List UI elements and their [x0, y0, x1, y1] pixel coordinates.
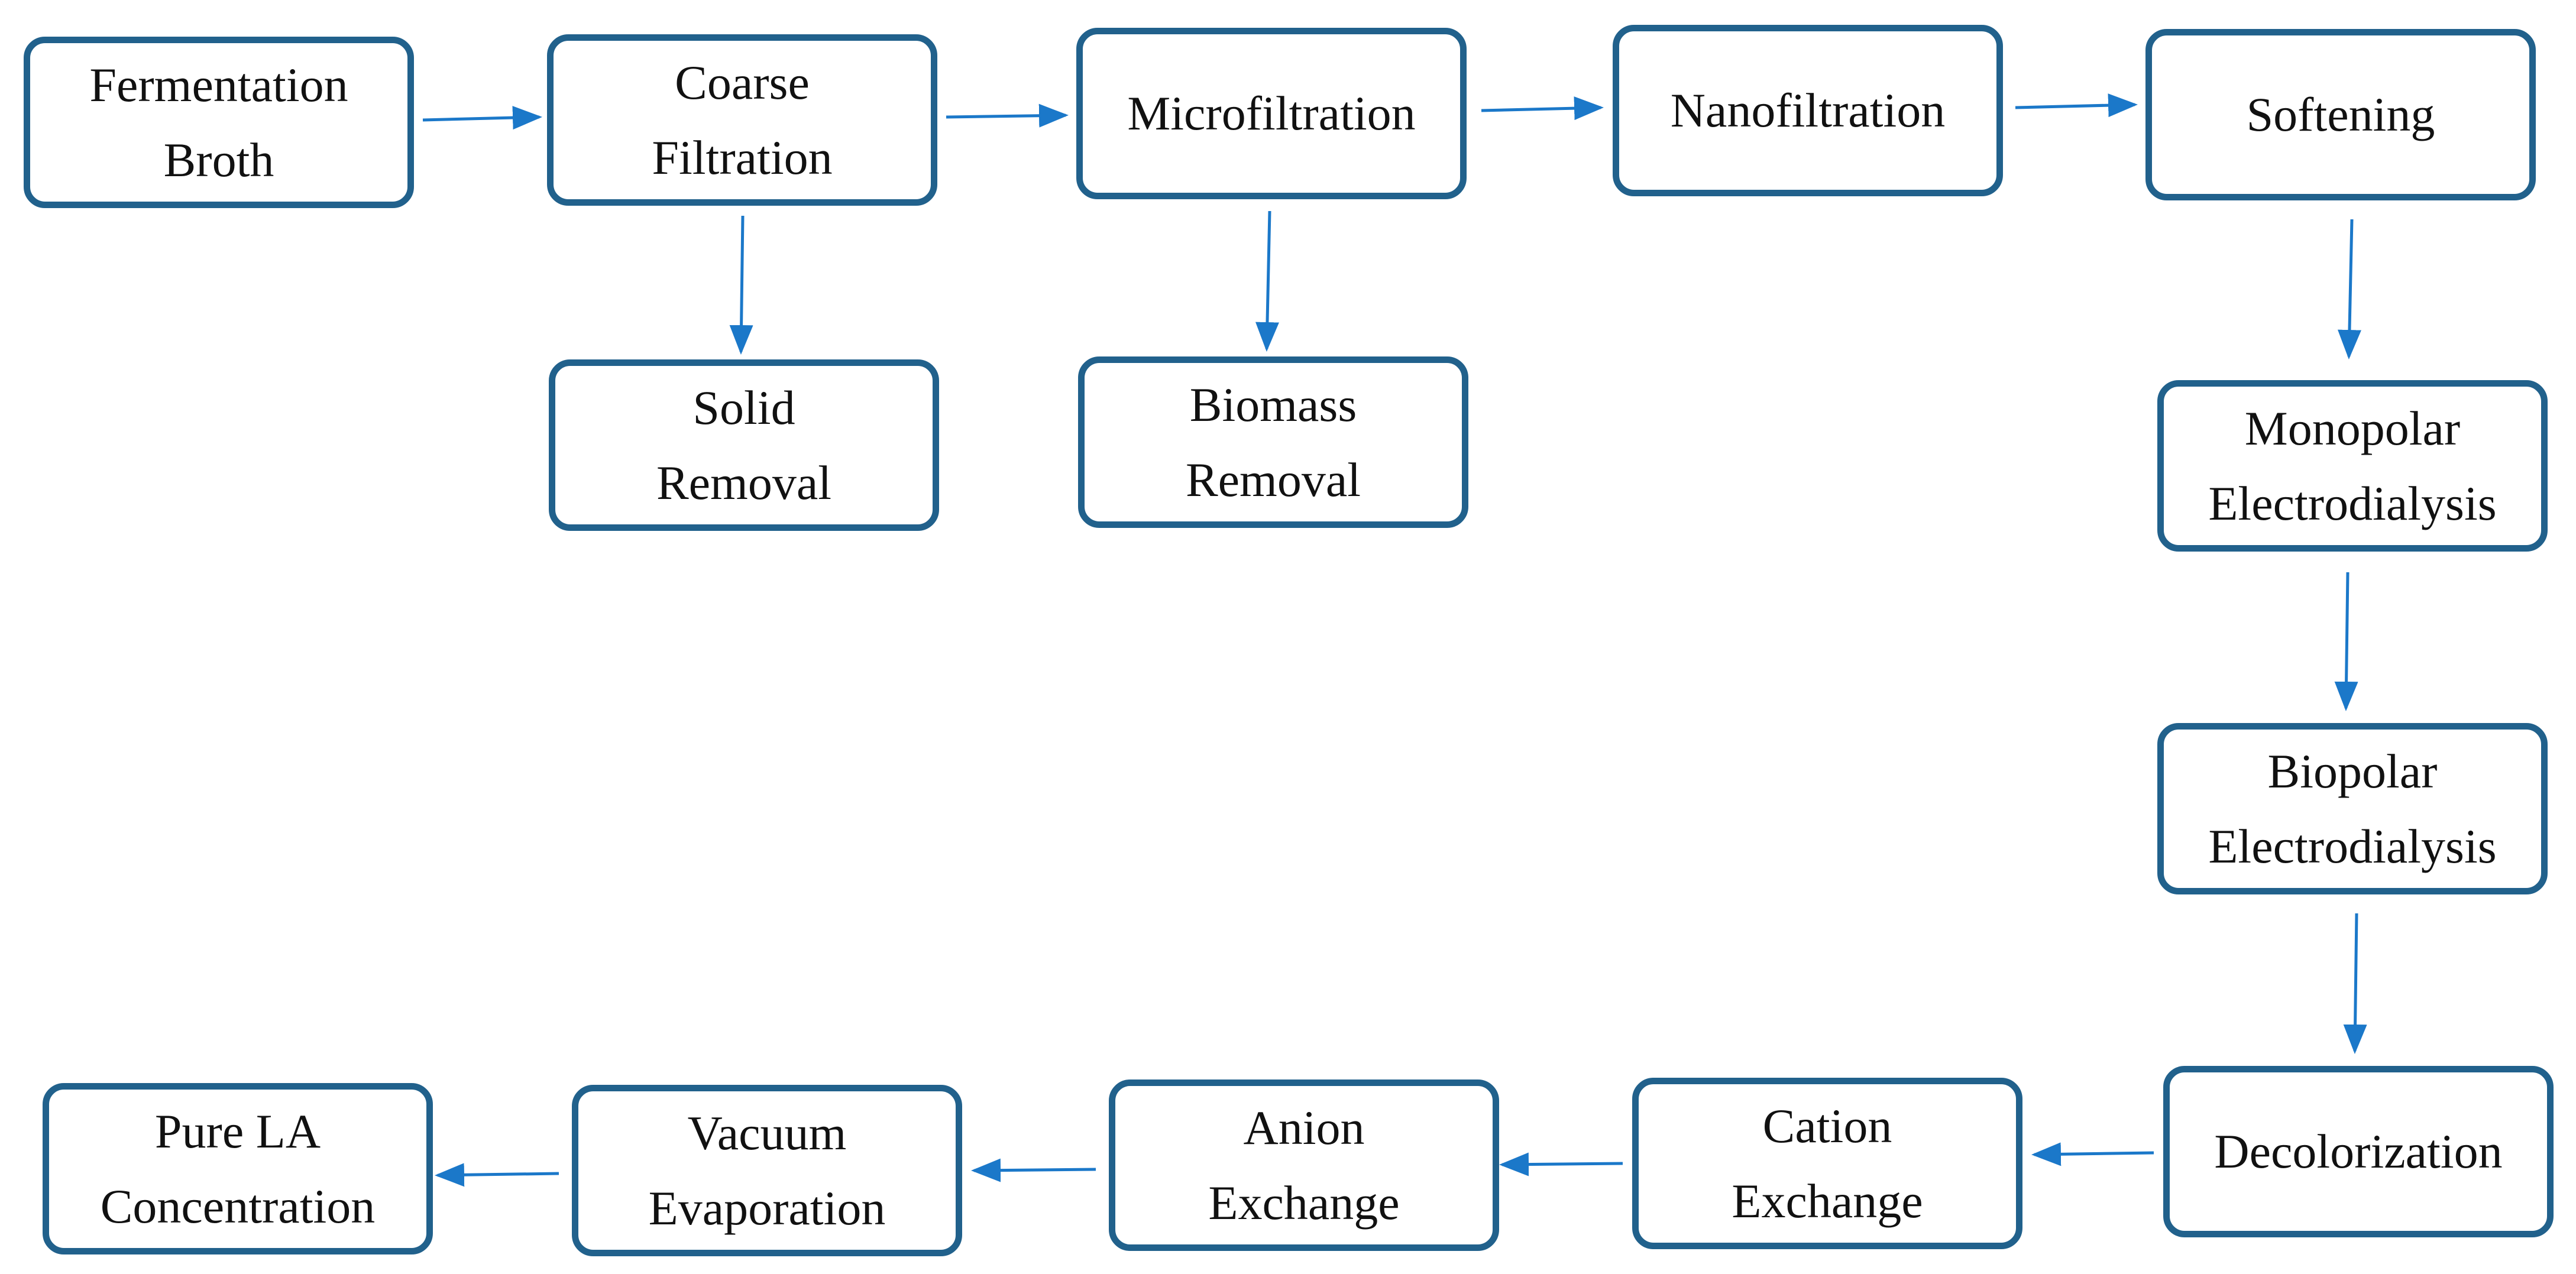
step-monopolar-electrodialysis: Monopolar Electrodialysis: [2157, 380, 2548, 552]
arrow-monopolar-to-biopolar: [2334, 572, 2358, 711]
step-label: Fermentation Broth: [89, 57, 348, 187]
arrow-biopolar-to-decolorization: [2343, 913, 2367, 1054]
arrow-coarse-to-microfiltration: [946, 103, 1069, 128]
step-coarse-filtration: Coarse Filtration: [547, 34, 937, 206]
arrow-vacuum-to-pure-la: [435, 1163, 559, 1187]
arrow-nanofiltration-to-softening: [2015, 93, 2138, 118]
step-pure-la-concentration: Pure LA Concentration: [43, 1083, 433, 1254]
step-vacuum-evaporation: Vacuum Evaporation: [572, 1085, 962, 1256]
step-microfiltration: Microfiltration: [1076, 28, 1467, 199]
flow-arrows: [422, 93, 2367, 1187]
arrow-coarse-to-solid-removal: [729, 215, 753, 355]
arrow-decolorization-to-cation: [2031, 1142, 2154, 1166]
step-label: Vacuum Evaporation: [648, 1106, 886, 1235]
step-softening: Softening: [2145, 29, 2536, 200]
step-label: Microfiltration: [1127, 86, 1416, 141]
step-label: Cation Exchange: [1732, 1098, 1923, 1228]
step-biomass-removal: Biomass Removal: [1078, 356, 1468, 528]
step-label: Biopolar Electrodialysis: [2208, 744, 2497, 873]
arrow-cation-to-anion: [1499, 1152, 1623, 1176]
arrow-anion-to-vacuum: [971, 1158, 1096, 1182]
step-label: Decolorization: [2214, 1124, 2503, 1179]
arrow-microfiltration-to-biomass-removal: [1255, 210, 1279, 352]
step-decolorization: Decolorization: [2163, 1066, 2554, 1237]
step-fermentation-broth: Fermentation Broth: [24, 37, 414, 208]
step-biopolar-electrodialysis: Biopolar Electrodialysis: [2157, 723, 2548, 894]
step-label: Anion Exchange: [1208, 1100, 1400, 1230]
step-solid-removal: Solid Removal: [549, 359, 939, 531]
step-label: Nanofiltration: [1670, 83, 1946, 138]
step-label: Monopolar Electrodialysis: [2208, 401, 2497, 530]
step-label: Coarse Filtration: [652, 55, 833, 184]
step-anion-exchange: Anion Exchange: [1109, 1080, 1499, 1251]
arrow-fermentation-to-coarse: [422, 106, 542, 130]
step-cation-exchange: Cation Exchange: [1632, 1078, 2022, 1249]
step-label: Softening: [2246, 87, 2435, 142]
arrow-microfiltration-to-nanofiltration: [1481, 96, 1604, 121]
step-label: Pure LA Concentration: [100, 1104, 376, 1233]
step-label: Biomass Removal: [1185, 377, 1361, 507]
step-label: Solid Removal: [656, 380, 832, 510]
arrow-softening-to-monopolar: [2337, 219, 2361, 359]
step-nanofiltration: Nanofiltration: [1613, 25, 2003, 196]
